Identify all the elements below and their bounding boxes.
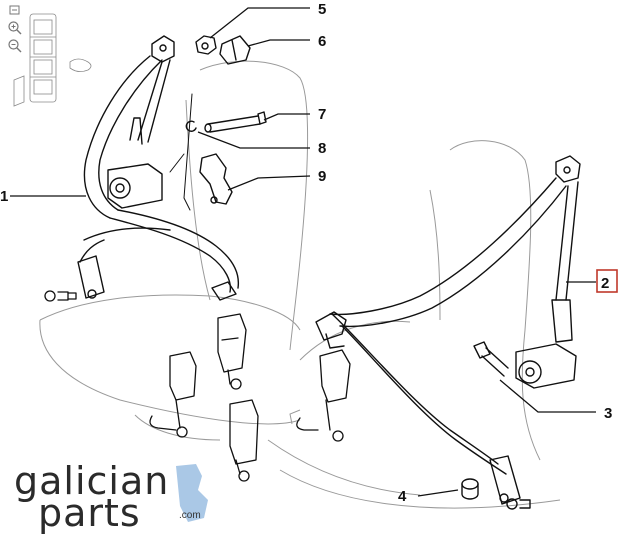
zoom-toolbar: [4, 2, 28, 62]
callout-3[interactable]: 3: [604, 405, 612, 422]
toggle-button[interactable]: [4, 2, 26, 20]
left-buckle-set: [149, 313, 259, 482]
callout-9[interactable]: 9: [318, 168, 326, 185]
selected-callout-highlight: [596, 269, 618, 293]
logo-line-2: parts: [38, 491, 141, 535]
callout-4[interactable]: 4: [398, 488, 407, 505]
right-seat-outline: [267, 140, 561, 509]
callout-8[interactable]: 8: [318, 140, 326, 157]
part-6-cover: [219, 35, 251, 65]
part-8-clip: [185, 120, 197, 132]
car-locator-thumbnail: [13, 13, 92, 107]
right-seat-belt-assembly: [315, 155, 581, 510]
callout-6[interactable]: 6: [318, 33, 326, 50]
right-buckle-set: [296, 349, 351, 442]
callout-1[interactable]: 1: [0, 188, 8, 205]
callout-5[interactable]: 5: [318, 1, 326, 18]
logo-suffix: .com: [179, 510, 201, 521]
zoom-in-button[interactable]: [4, 20, 26, 38]
part-4-bushing: [461, 478, 479, 500]
toggle-icon: [9, 5, 20, 14]
part-9-bracket: [199, 153, 233, 205]
part-5-nut: [195, 35, 217, 55]
galicianparts-logo: galician parts .com: [14, 462, 214, 532]
zoom-out-button[interactable]: [4, 38, 26, 56]
part-7-pin: [204, 111, 267, 133]
leader-lines: [10, 7, 596, 497]
logo-map-accent: [176, 464, 208, 522]
callout-labels: 1 2 3 4 5 6 7 8 9: [0, 1, 612, 505]
part-3-bolt: [473, 341, 509, 377]
zoom-in-icon: [8, 21, 22, 35]
left-seat-belt-assembly: [77, 35, 240, 301]
callout-2[interactable]: 2: [601, 275, 609, 292]
zoom-out-icon: [8, 39, 22, 53]
callout-7[interactable]: 7: [318, 106, 326, 123]
exploded-view-bracket: [169, 93, 193, 211]
logo-line-1: galician: [14, 459, 170, 503]
left-floor-bolt: [44, 290, 77, 302]
